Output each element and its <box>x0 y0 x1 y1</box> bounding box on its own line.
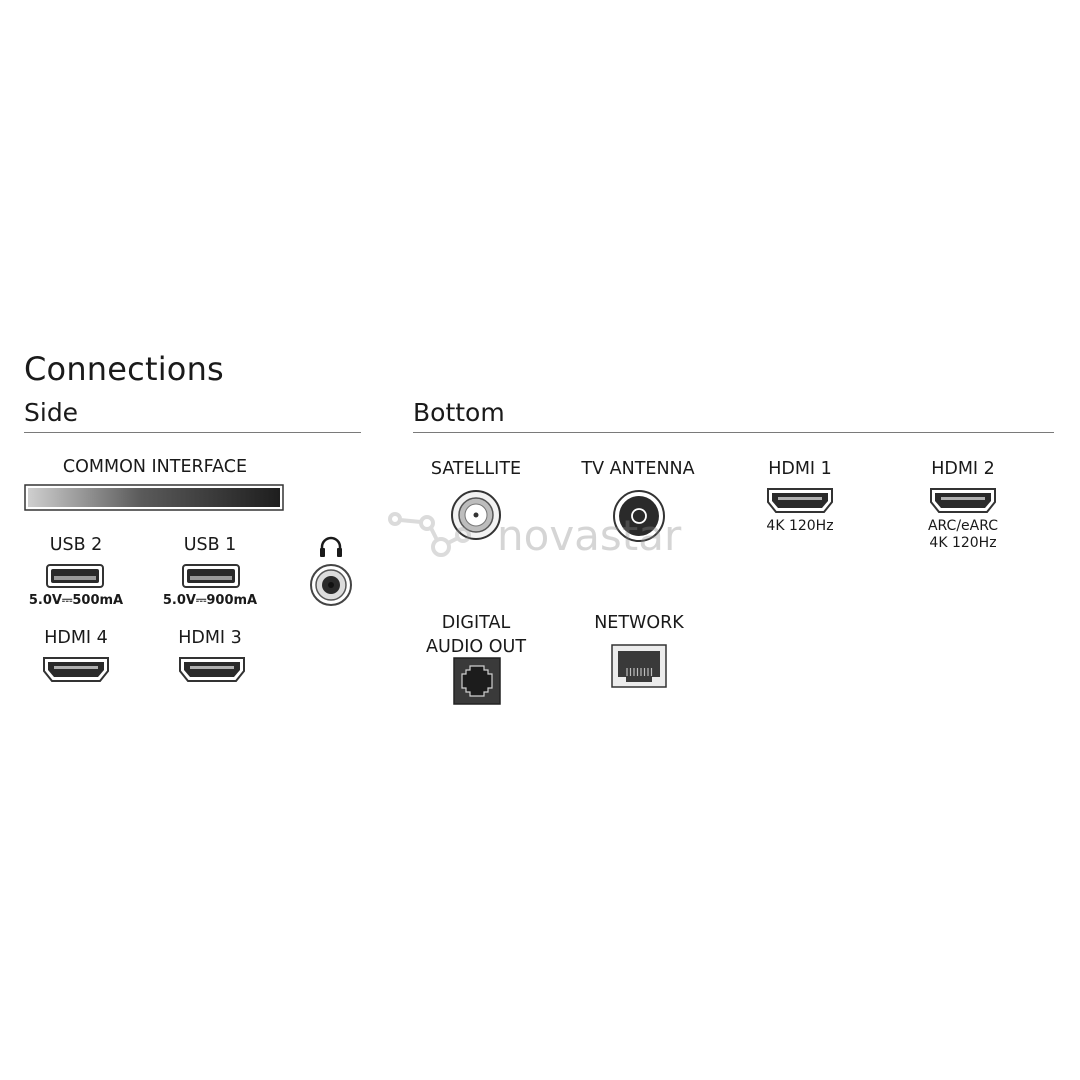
side-divider <box>24 432 361 433</box>
hdmi2-spec-arc: ARC/eARC <box>927 518 999 534</box>
watermark-text: novastar <box>497 511 682 560</box>
hdmi3-label: HDMI 3 <box>178 628 242 648</box>
hdmi2-port-icon <box>929 486 997 514</box>
satellite-connector-icon <box>450 489 502 541</box>
hdmi1-port-icon <box>766 486 834 514</box>
satellite-label: SATELLITE <box>430 459 522 479</box>
usb1-spec: 5.0V⎓900mA <box>162 593 258 608</box>
digital-audio-out-label-line2: AUDIO OUT <box>425 637 527 657</box>
common-interface-slot-icon <box>24 484 286 512</box>
digital-audio-out-label-line1: DIGITAL <box>441 613 511 633</box>
common-interface-label: COMMON INTERFACE <box>62 457 248 477</box>
network-label: NETWORK <box>594 613 684 633</box>
tv-antenna-connector-icon <box>612 489 666 543</box>
hdmi4-port-icon <box>42 655 110 683</box>
ethernet-port-icon <box>611 644 667 688</box>
hdmi1-spec: 4K 120Hz <box>766 518 834 534</box>
headphone-icon <box>318 535 344 559</box>
tv-antenna-label: TV ANTENNA <box>581 459 695 479</box>
page-title: Connections <box>24 350 224 388</box>
usb1-port-icon <box>182 564 240 588</box>
usb2-label: USB 2 <box>49 535 103 555</box>
headphone-jack-icon <box>309 563 353 607</box>
optical-audio-port-icon <box>453 657 501 705</box>
hdmi4-label: HDMI 4 <box>44 628 108 648</box>
bottom-heading: Bottom <box>413 398 505 427</box>
usb2-spec: 5.0V⎓500mA <box>28 593 124 608</box>
hdmi1-label: HDMI 1 <box>768 459 832 479</box>
watermark-logo-icon <box>388 512 471 557</box>
hdmi3-port-icon <box>178 655 246 683</box>
bottom-divider <box>413 432 1054 433</box>
hdmi2-label: HDMI 2 <box>931 459 995 479</box>
usb2-port-icon <box>46 564 104 588</box>
hdmi2-spec-resolution: 4K 120Hz <box>929 535 997 551</box>
side-heading: Side <box>24 398 79 427</box>
usb1-label: USB 1 <box>183 535 237 555</box>
